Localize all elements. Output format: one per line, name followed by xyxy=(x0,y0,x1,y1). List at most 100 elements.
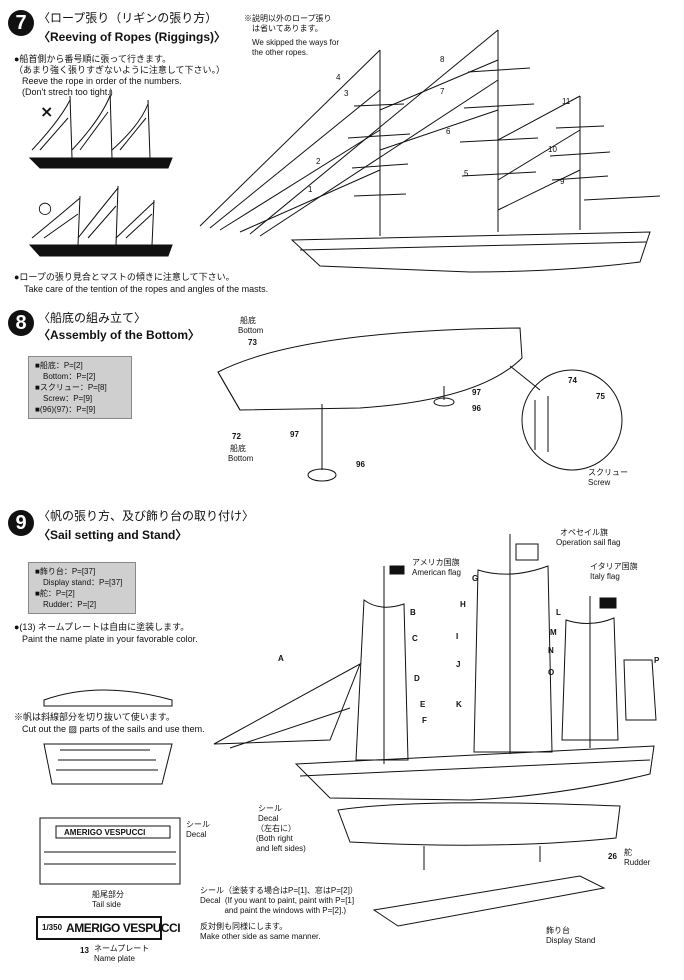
stand-jp: 飾り台 xyxy=(546,926,570,935)
step7-title-en: 〈Reeving of Ropes (Riggings)〉 xyxy=(38,30,227,44)
label-bottom-en: Bottom xyxy=(238,326,264,335)
step7-bottom-en: Take care of the tention of the ropes an… xyxy=(24,284,269,294)
decal-label-jp: シール xyxy=(186,820,210,829)
part-72: 72 xyxy=(232,432,241,441)
nameplate-label-en: Name plate xyxy=(94,954,135,963)
svg-text:7: 7 xyxy=(440,87,445,96)
right-mark: ○ xyxy=(38,198,52,217)
part-75: 75 xyxy=(596,392,605,401)
other-side-en: Make other side as same manner. xyxy=(200,932,321,941)
part-74: 74 xyxy=(568,376,577,385)
callout-g: G xyxy=(472,574,479,583)
step7-bottom-jp: ●ロープの張り見合とマストの傾きに注意して下さい。 xyxy=(14,272,235,282)
stand-en: Display Stand xyxy=(546,936,596,945)
name-plate-scale: 1/350 xyxy=(42,923,63,932)
step7-number: 7 xyxy=(8,10,34,36)
part-13: 13 xyxy=(80,946,89,955)
rudder-jp: 舵 xyxy=(624,848,632,857)
callout-d: D xyxy=(414,674,420,683)
step9-number: 9 xyxy=(8,510,34,536)
callout-m: M xyxy=(550,628,557,637)
decal-name-text: AMERIGO VESPUCCI xyxy=(64,828,146,837)
operation-flag-shape xyxy=(515,543,539,561)
callout-l: L xyxy=(556,608,561,617)
step7-note-jp: ※説明以外のロープ張り は省いてあります。 xyxy=(244,14,332,33)
italy-flag-shape xyxy=(599,597,617,609)
callout-h: H xyxy=(460,600,466,609)
svg-text:3: 3 xyxy=(344,89,349,98)
step8-part-1: ■船底：P=[2] xyxy=(35,361,83,370)
step8-title-en: 〈Assembly of the Bottom〉 xyxy=(38,328,201,342)
callout-k: K xyxy=(456,700,462,709)
nameplate-instr-jp: ●(13) ネームプレートは自由に塗装します。 xyxy=(14,622,190,632)
decal2-side-jp: （左右に） xyxy=(256,824,296,833)
rigging-ship-drawing xyxy=(199,29,661,273)
right-ship-silhouette xyxy=(28,185,173,257)
american-flag-shape xyxy=(389,565,405,575)
callout-a: A xyxy=(278,654,284,663)
decal2-side-en: (Both right and left sides) xyxy=(256,834,306,853)
step9-title-jp: 〈帆の張り方、及び飾り台の取り付け〉 xyxy=(38,509,255,523)
step9-part-2: Display stand：P=[37] xyxy=(35,578,123,587)
part-26: 26 xyxy=(608,852,617,861)
italy-flag-en: Italy flag xyxy=(590,572,620,581)
svg-text:9: 9 xyxy=(560,177,565,186)
wrong-ship-silhouette xyxy=(28,89,173,169)
american-flag-en: American flag xyxy=(412,568,461,577)
name-plate-text: AMERIGO VESPUCCI xyxy=(66,921,181,935)
step8-part-5: ■(96)(97)：P=[9] xyxy=(35,405,96,414)
svg-text:6: 6 xyxy=(446,127,451,136)
step9-parts-box: ■飾り台：P=[37] Display stand：P=[37] ■舵：P=[2… xyxy=(28,562,136,614)
step8-title-jp: 〈船底の組み立て〉 xyxy=(38,311,147,325)
step7-note-en: We skipped the ways for the other ropes. xyxy=(252,38,340,57)
callout-b: B xyxy=(410,608,416,617)
step8-part-2: Bottom：P=[2] xyxy=(35,372,96,381)
decal-label-en: Decal xyxy=(186,830,207,839)
sail-template-drawing xyxy=(43,689,173,785)
decal-note-en: Decal (If you want to paint, paint with … xyxy=(200,896,355,915)
part-97-a: 97 xyxy=(290,430,299,439)
step7-instr-jp: ●船首側から番号順に張って行きます。 （あまり強く張りすぎないように注意して下さ… xyxy=(14,54,226,75)
callout-c: C xyxy=(412,634,418,643)
nameplate-label-jp: ネームプレート xyxy=(94,944,150,953)
decal2-jp: シール xyxy=(258,804,282,813)
svg-text:10: 10 xyxy=(548,145,557,154)
part-73: 73 xyxy=(248,338,257,347)
callout-o: O xyxy=(548,668,555,677)
step7-instr-en: Reeve the rope in order of the numbers. … xyxy=(22,76,182,97)
decal-note-jp: シール（塗装する場合はP=[1]、窓はP=[2]） xyxy=(200,886,358,895)
svg-text:4: 4 xyxy=(336,73,341,82)
decal2-en: Decal xyxy=(258,814,279,823)
svg-text:11: 11 xyxy=(562,97,571,106)
callout-j: J xyxy=(456,660,461,669)
label-bottom-jp: 船底 xyxy=(240,316,256,325)
svg-text:5: 5 xyxy=(464,169,469,178)
step7-title-jp: 〈ロープ張り（リギンの張り方） xyxy=(38,11,218,25)
part-97-b: 97 xyxy=(472,388,481,397)
step9-part-4: Rudder：P=[2] xyxy=(35,600,97,609)
italy-flag-jp: イタリア国旗 xyxy=(590,562,638,571)
tail-decal-drawing xyxy=(39,817,181,885)
part-96-b: 96 xyxy=(472,404,481,413)
operation-flag-jp: オペセイル旗 xyxy=(560,528,608,537)
step8-part-3: ■スクリュー：P=[8] xyxy=(35,383,107,392)
cut-instr-en: Cut out the ▨ parts of the sails and use… xyxy=(22,724,205,734)
part-96-a: 96 xyxy=(356,460,365,469)
step8-part-4: Screw：P=[9] xyxy=(35,394,93,403)
callout-i: I xyxy=(456,632,459,641)
step9-part-3: ■舵：P=[2] xyxy=(35,589,75,598)
step8-number: 8 xyxy=(8,310,34,336)
american-flag-jp: アメリカ国旗 xyxy=(412,558,460,567)
operation-flag-en: Operation sail flag xyxy=(556,538,621,547)
label-bottom2-jp: 船底 xyxy=(230,444,246,453)
name-plate: 1/350 AMERIGO VESPUCCI xyxy=(36,916,181,940)
callout-f: F xyxy=(422,716,427,725)
svg-text:2: 2 xyxy=(316,157,321,166)
label-screw-en: Screw xyxy=(588,478,611,487)
label-screw-jp: スクリュー xyxy=(588,468,628,477)
svg-text:8: 8 xyxy=(440,55,445,64)
step9-part-1: ■飾り台：P=[37] xyxy=(35,567,96,576)
sailing-ship-drawing xyxy=(213,534,657,927)
bottom-hull-drawing xyxy=(217,327,623,482)
callout-n: N xyxy=(548,646,554,655)
